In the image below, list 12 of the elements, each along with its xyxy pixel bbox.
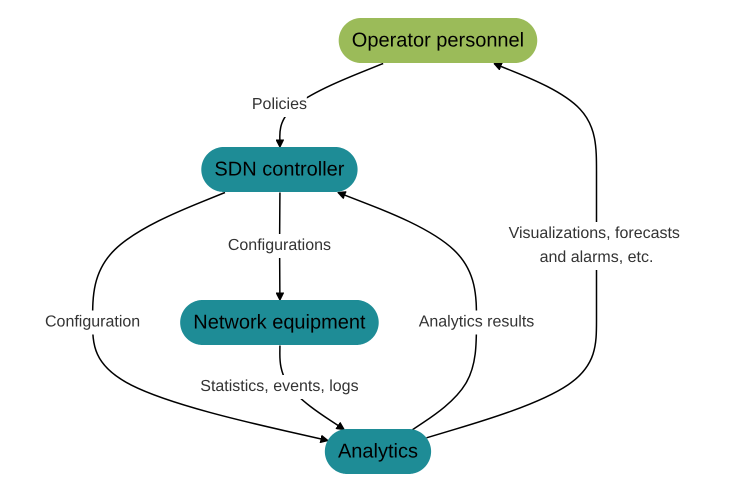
edge-label: Configuration: [45, 313, 140, 330]
edge-label: Statistics, events, logs: [200, 378, 359, 395]
edge-label: Policies: [252, 96, 308, 113]
node-box: Analytics: [325, 428, 432, 474]
node-box: Operator personnel: [338, 18, 538, 63]
arrow: [426, 62, 598, 438]
edge-label: Configurations: [228, 236, 332, 254]
node-box: Network equipment: [180, 300, 379, 345]
edge-label: Analytics results: [418, 313, 535, 330]
node-box: SDN controller: [202, 147, 358, 192]
edge-label: Visualizations, forecasts and alarms, etc.: [508, 224, 680, 266]
arrow: [337, 191, 478, 430]
